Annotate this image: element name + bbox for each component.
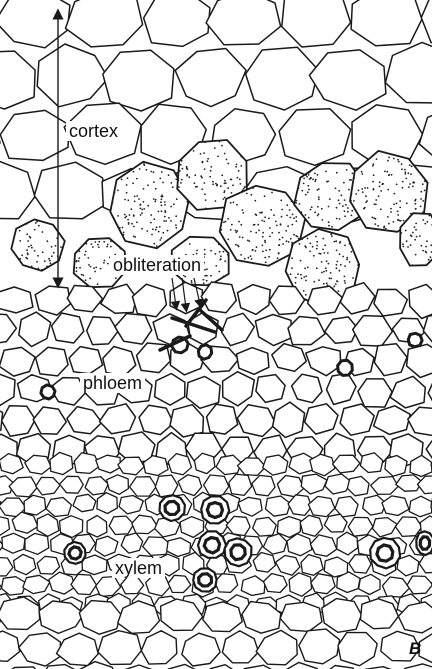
panel-letter: B (406, 639, 424, 658)
phloem-label: phloem (80, 373, 145, 393)
xylem-label: xylem (112, 558, 165, 578)
obliteration-pointer-arrow (172, 278, 176, 306)
cortex-label: cortex (66, 121, 121, 141)
obliteration-pointer-arrow (194, 278, 200, 304)
obliteration-pointer-arrow (182, 278, 186, 308)
obliteration-label: obliteration (110, 255, 204, 275)
